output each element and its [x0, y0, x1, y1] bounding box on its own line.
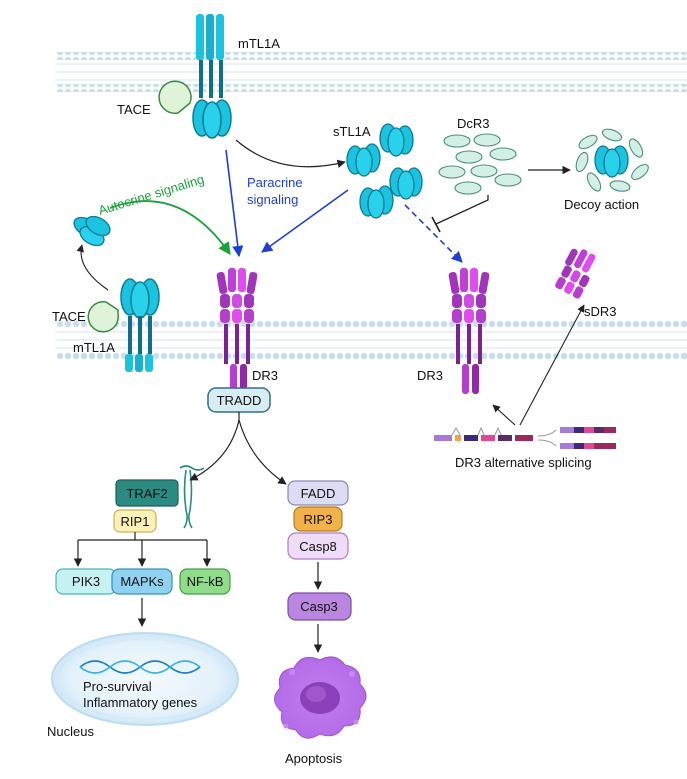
- paracrine-label-2: signaling: [247, 192, 298, 207]
- dr3-right-label: DR3: [417, 368, 443, 383]
- arrow-paracrine-mtl1a: [225, 149, 244, 258]
- pik3-box: PIK3: [55, 568, 117, 595]
- svg-text:Casp3: Casp3: [300, 599, 338, 614]
- apoptotic-cell: [274, 656, 367, 739]
- top-membrane: [55, 52, 687, 92]
- splicing-label: DR3 alternative splicing: [455, 455, 592, 470]
- dr3-center-label: DR3: [252, 368, 278, 383]
- arrow-tradd-to-fadd: [238, 419, 287, 485]
- traf2-box: TRAF2: [115, 479, 179, 507]
- decoy-complex: [575, 128, 649, 192]
- autocrine-label: Autocrine signaling: [96, 171, 205, 217]
- dcr3-molecules: [438, 133, 522, 195]
- arrow-paracrine-stl1a: [261, 189, 349, 253]
- bottom-membrane: [55, 320, 687, 360]
- stl1a-protein-4: [389, 167, 423, 200]
- svg-text:RIP1: RIP1: [121, 514, 150, 529]
- genes-label-2: Inflammatory genes: [83, 695, 198, 710]
- svg-text:NF-kB: NF-kB: [187, 574, 224, 589]
- arrow-autocrine: [109, 200, 231, 256]
- casp8-box: Casp8: [287, 532, 349, 560]
- stl1a-protein-2: [379, 123, 414, 157]
- dr3-right-receptor: [448, 268, 490, 394]
- genes-label-1: Pro-survival: [83, 679, 152, 694]
- fadd-box: FADD: [287, 480, 349, 506]
- inhibition-dcr3: [435, 195, 489, 225]
- stl1a-label: sTL1A: [333, 124, 371, 139]
- arrow-tradd-to-traf2: [189, 412, 240, 481]
- rip3-box: RIP3: [293, 506, 343, 532]
- svg-text:MAPKs: MAPKs: [120, 574, 164, 589]
- stl1a-protein-1: [346, 143, 381, 177]
- svg-text:FADD: FADD: [301, 486, 336, 501]
- nfkb-box: NF-kB: [179, 568, 231, 595]
- splicing-diagram: [434, 426, 616, 449]
- stl1a-protein-3: [359, 185, 394, 219]
- mtl1a-top-protein: [192, 14, 232, 139]
- arrow-shedding: [235, 139, 346, 168]
- arrow-release-left: [76, 244, 109, 291]
- released-tl1a-autocrine: [73, 215, 111, 247]
- tace-left-enzyme: [87, 301, 119, 333]
- arrow-rip1-branches: [73, 532, 212, 567]
- tace-top-label: TACE: [117, 102, 151, 117]
- dna-icon: [79, 660, 201, 674]
- sdr3-label: sDR3: [584, 304, 617, 319]
- mtl1a-left-protein: [120, 278, 160, 372]
- rip1-box: RIP1: [113, 509, 157, 533]
- tradd-box: TRADD: [207, 387, 271, 413]
- casp3-box: Casp3: [287, 592, 352, 621]
- dr3-center-receptor: [216, 268, 258, 390]
- arrow-stl1a-to-dr3-right: [404, 204, 463, 263]
- mtl1a-top-label: mTL1A: [238, 36, 280, 51]
- apoptosis-label: Apoptosis: [285, 751, 343, 766]
- arrow-splicing-to-sdr3: [519, 304, 585, 426]
- svg-text:Casp8: Casp8: [299, 539, 337, 554]
- tace-top-enzyme: [158, 80, 192, 115]
- paracrine-label-1: Paracrine: [247, 175, 303, 190]
- mtl1a-left-label: mTL1A: [73, 340, 115, 355]
- decoy-label: Decoy action: [564, 197, 639, 212]
- svg-text:TRAF2: TRAF2: [126, 486, 167, 501]
- traf2-ribbon-icon: [179, 465, 205, 529]
- tace-left-label: TACE: [52, 309, 86, 324]
- nucleus-label: Nucleus: [47, 724, 94, 739]
- svg-text:RIP3: RIP3: [304, 512, 333, 527]
- sdr3-protein: [555, 248, 596, 299]
- arrow-splicing-to-dr3: [492, 404, 516, 426]
- mapks-box: MAPKs: [111, 568, 173, 595]
- nucleus: [51, 632, 239, 726]
- svg-text:TRADD: TRADD: [217, 393, 262, 408]
- svg-text:PIK3: PIK3: [72, 574, 100, 589]
- dcr3-label: DcR3: [457, 116, 490, 131]
